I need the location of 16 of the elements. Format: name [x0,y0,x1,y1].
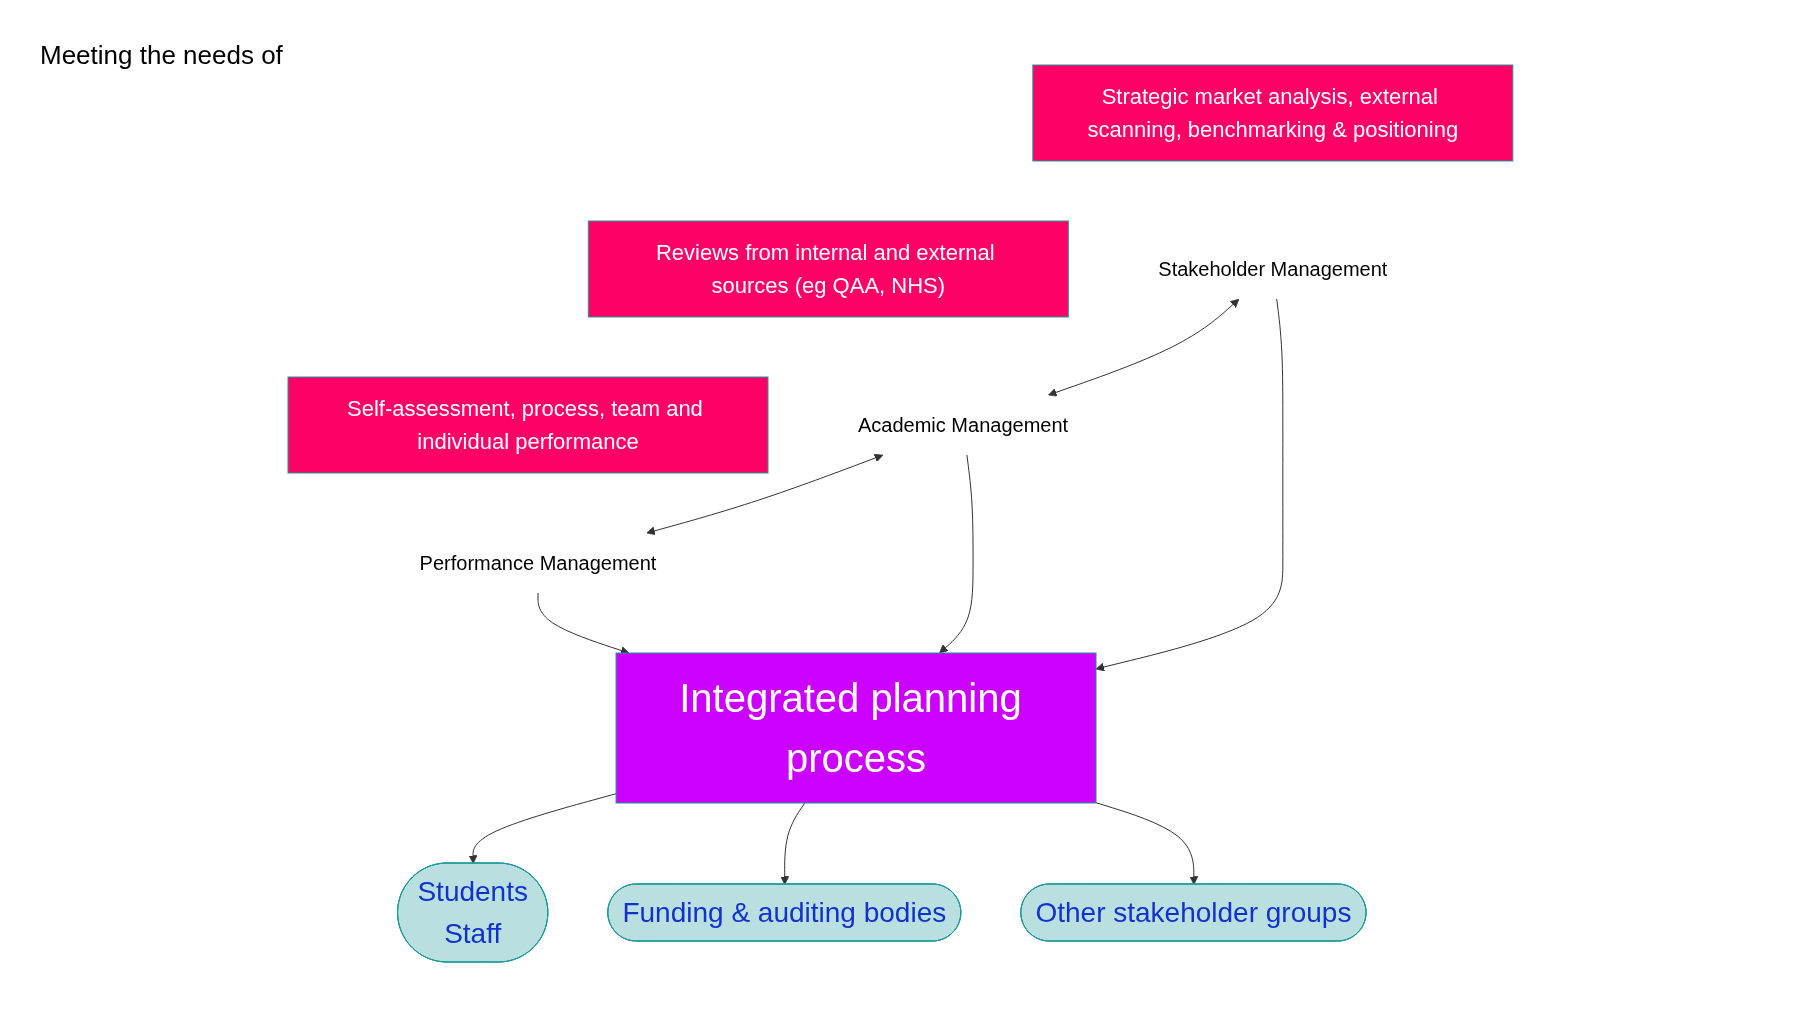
arrow [468,793,617,864]
arrow [780,802,806,885]
node-box: Integrated planning process [615,652,1097,804]
node-box: Strategic market analysis, external scanning, benchmarking & positioning [1032,64,1514,162]
arrow [1048,298,1240,397]
node-box: Self-assessment, process, team and individual performance [287,376,769,474]
node-box: Reviews from internal and external sources (eg QAA, NHS) [587,220,1069,318]
arrow [1095,298,1284,672]
node-text: Stakeholder Management [1158,258,1388,280]
node-text: Performance Management [419,552,657,574]
node-text: Academic Management [858,414,1069,436]
note-text: Meeting the needs of [40,40,283,71]
arrow [1095,802,1199,885]
arrow [939,454,974,654]
arrow [537,592,630,655]
arrow [646,453,884,536]
